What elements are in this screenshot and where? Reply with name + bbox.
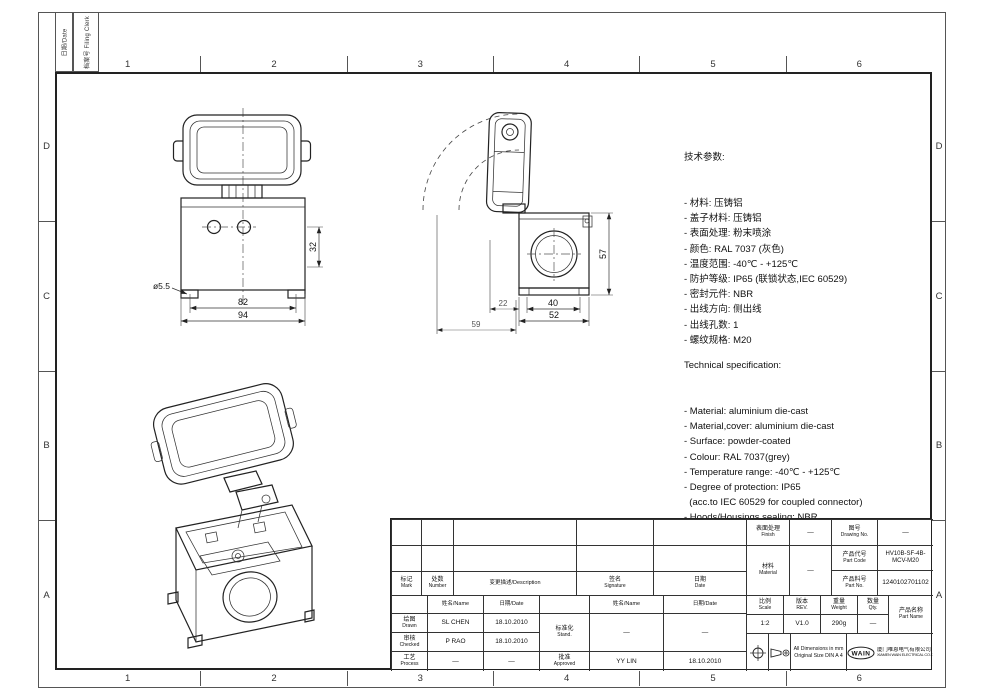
dim-front-32: 32 — [308, 242, 318, 252]
outer-border — [38, 12, 946, 688]
revision-cell — [576, 545, 653, 571]
revision-cell — [453, 519, 576, 545]
projection-cone-symbol — [770, 647, 789, 658]
signature-corner-cell — [391, 595, 427, 613]
standardization-date: — — [663, 613, 746, 651]
svg-text:WAIN: WAIN — [852, 650, 871, 657]
revision-description-header: 变更描述/Description — [453, 571, 576, 595]
projection-circle-icon — [746, 633, 768, 671]
signature-corner-cell — [539, 595, 589, 613]
company-name-zh: 厦门唯恩电气有限公司 — [876, 647, 931, 654]
revision-cell — [391, 545, 421, 571]
rev-value: V1.0 — [783, 614, 820, 633]
wain-logo: WAIN — [847, 646, 875, 659]
part-no-value: 1240102701102 — [877, 570, 933, 595]
company-name-en: XIAMEN WAIN ELECTRICAL CO.LTD — [876, 652, 933, 658]
company-block: WAIN 厦门唯恩电气有限公司 XIAMEN WAIN ELECTRICAL C… — [846, 633, 933, 671]
revision-cell — [576, 519, 653, 545]
drawn-name: SL CHEN — [427, 613, 483, 632]
dim-front-hole: ø5.5 — [153, 281, 170, 291]
dim-side-57: 57 — [598, 249, 608, 259]
side-view: 57 40 52 22 59 — [422, 112, 613, 334]
dim-side-59: 59 — [472, 320, 481, 329]
revision-cell — [453, 545, 576, 571]
date-header-2: 日期/Date — [663, 595, 746, 613]
revision-cell — [653, 519, 746, 545]
revision-cell — [653, 545, 746, 571]
process-date: — — [483, 651, 539, 671]
approved-date: 18.10.2010 — [663, 651, 746, 671]
checked-date: 18.10.2010 — [483, 632, 539, 651]
drawing-no-value: — — [877, 519, 933, 545]
part-code-value: HV10B-SF-4B-MCV-M20 — [877, 545, 933, 570]
dim-side-22: 22 — [499, 299, 508, 308]
checked-name: P RAO — [427, 632, 483, 651]
tech-specs-zh-lines: - 材料: 压铸铝- 盖子材料: 压铸铝- 表面处理: 粉末喷涂- 颜色: RA… — [684, 198, 848, 346]
corner-date-box: 日期/Date — [55, 12, 73, 72]
dimension-note: All Dimensions in mm Original Size DIN A… — [790, 633, 846, 671]
corner-filing-box: 档案号 Filing Clerk — [73, 12, 99, 72]
finish-value: — — [789, 519, 831, 545]
dim-side-40: 40 — [548, 298, 558, 308]
process-name: — — [427, 651, 483, 671]
dim-front-94: 94 — [238, 310, 248, 320]
tech-specs-zh-title: 技术参数: — [684, 152, 725, 164]
tech-specs-zh: 技术参数: - 材料: 压铸铝- 盖子材料: 压铸铝- 表面处理: 粉末喷涂- … — [684, 120, 847, 378]
tech-specs-en-title: Technical specification: — [684, 360, 782, 372]
dim-side-52: 52 — [549, 310, 559, 320]
weight-value: 290g — [820, 614, 857, 633]
isometric-view — [150, 383, 315, 649]
material-value: — — [789, 545, 831, 595]
projection-circle-symbol — [749, 644, 766, 661]
projection-cone-icon — [768, 633, 790, 671]
scale-value: 1:2 — [746, 614, 783, 633]
front-view: 82 94 ø5.5 32 — [153, 108, 323, 326]
date-header-1: 日期/Date — [483, 595, 539, 613]
revision-cell — [421, 519, 453, 545]
name-header-2: 姓名/Name — [589, 595, 663, 613]
name-header-1: 姓名/Name — [427, 595, 483, 613]
revision-cell — [421, 545, 453, 571]
drawn-date: 18.10.2010 — [483, 613, 539, 632]
revision-cell — [391, 519, 421, 545]
standardization-name: — — [589, 613, 663, 651]
dim-front-82: 82 — [238, 297, 248, 307]
qty-value: — — [857, 614, 888, 633]
approved-name: YY LIN — [589, 651, 663, 671]
